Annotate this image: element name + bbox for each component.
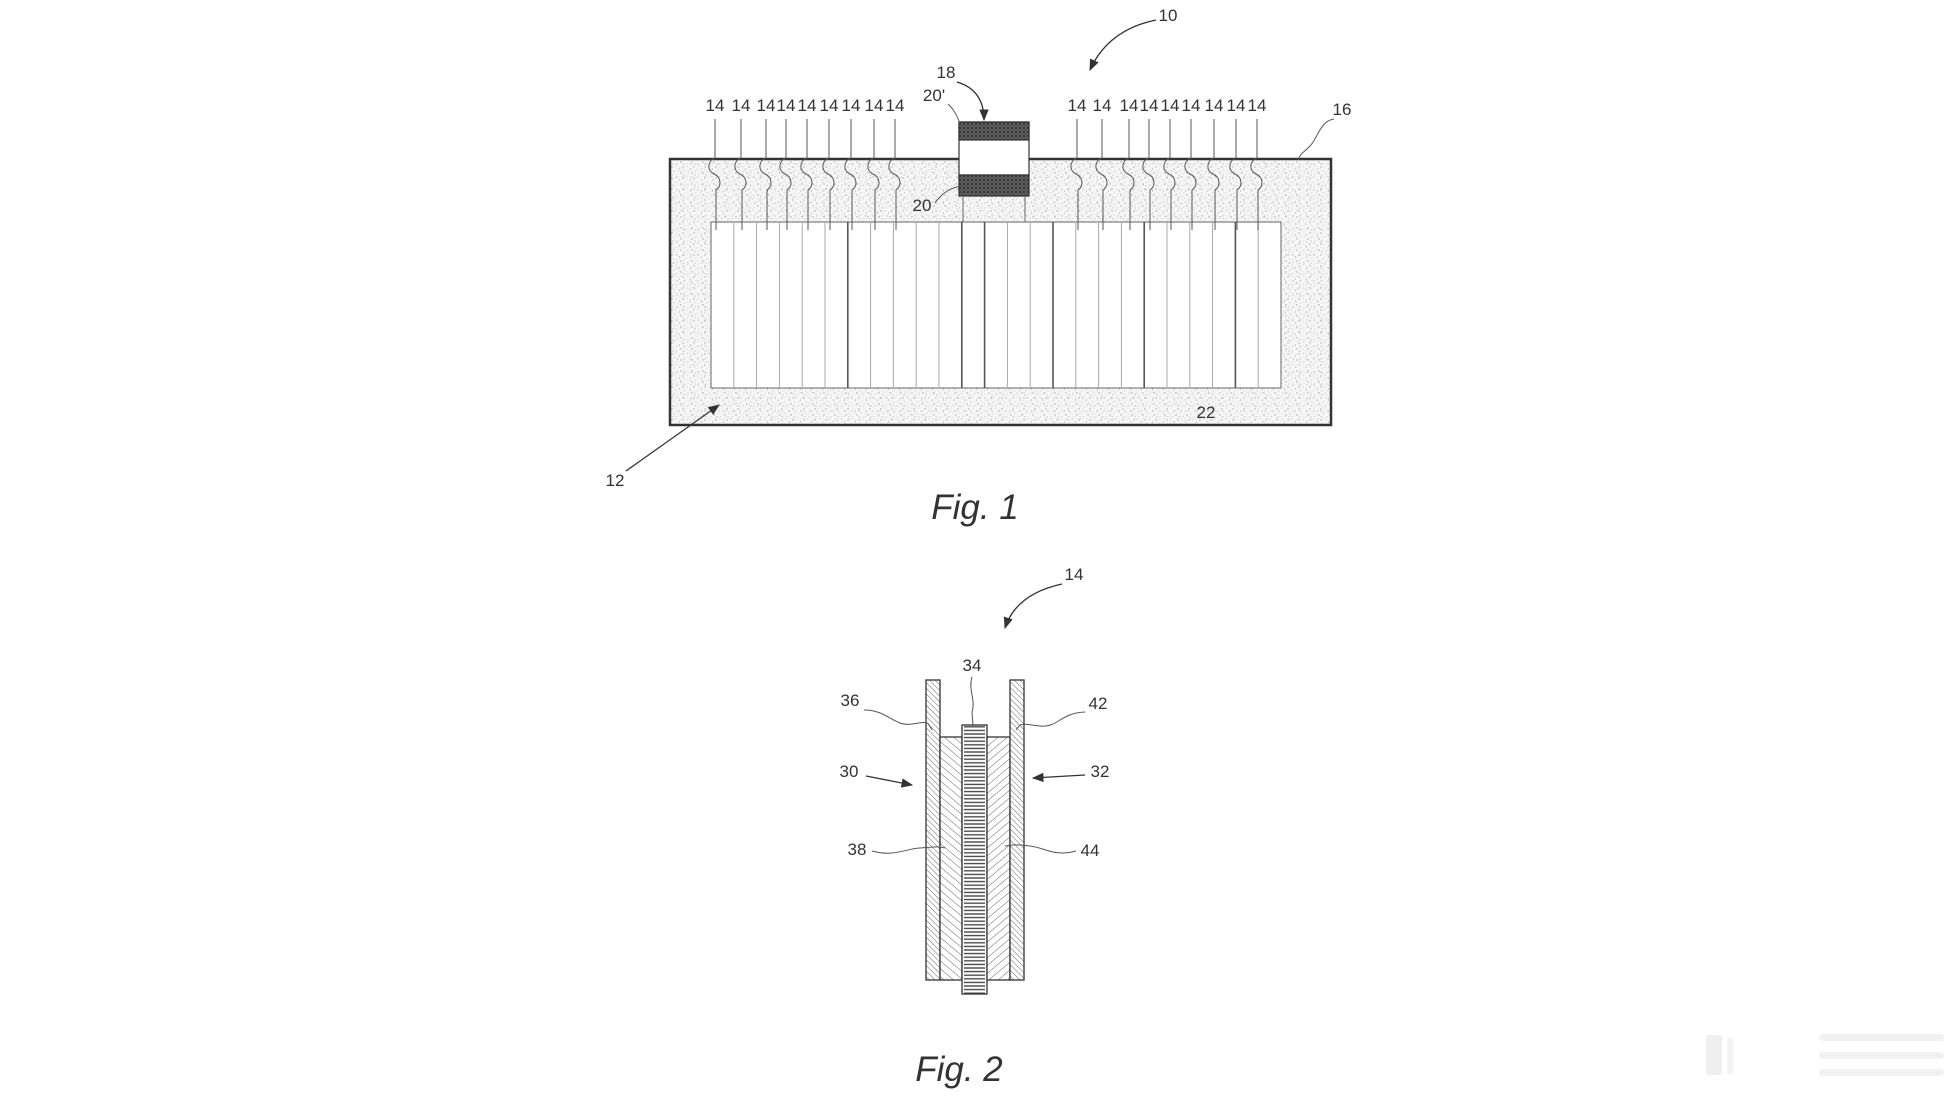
watermark-line xyxy=(1819,1069,1944,1076)
cell-ref-label: 14 xyxy=(1140,96,1159,115)
leader-line xyxy=(822,119,835,230)
ref-label-36: 36 xyxy=(841,691,860,710)
cell-ref-label: 14 xyxy=(798,96,817,115)
cell-leaders-left xyxy=(708,119,901,230)
leader-line xyxy=(1142,119,1155,230)
cell-ref-label: 14 xyxy=(1182,96,1201,115)
ref-leader-16 xyxy=(1297,118,1335,161)
cell-labels-right: 14 14 14 14 14 14 14 14 14 xyxy=(1068,96,1267,115)
cell-ref-label: 14 xyxy=(865,96,884,115)
leader-line xyxy=(1229,119,1242,230)
connector-top-bar xyxy=(958,121,1030,141)
ref-label-30: 30 xyxy=(840,762,859,781)
leader-line xyxy=(1122,119,1135,230)
ref-label-44: 44 xyxy=(1081,841,1100,860)
cell-ref-label: 14 xyxy=(706,96,725,115)
ref-arrow-32 xyxy=(1031,772,1086,783)
cell-ref-label: 14 xyxy=(777,96,796,115)
ref-label-34: 34 xyxy=(963,656,982,675)
cell-ref-label: 14 xyxy=(1205,96,1224,115)
watermark-bar xyxy=(1727,1038,1733,1074)
ref-label-38: 38 xyxy=(848,840,867,859)
ref-label-12: 12 xyxy=(606,471,625,490)
ref-arrow-18 xyxy=(956,81,989,122)
leader-line xyxy=(779,119,792,230)
ref-label-18: 18 xyxy=(937,63,956,82)
leader-line xyxy=(708,119,721,230)
left-inner-layer xyxy=(939,736,963,981)
cell-labels-left: 14 14 14 14 14 14 14 14 14 xyxy=(706,96,905,115)
figure-2: 14 34 36 42 30 32 38 44 Fig. 2 xyxy=(840,565,1110,1089)
ref-leader-36 xyxy=(863,709,933,731)
leader-line xyxy=(888,119,901,230)
ref-leader-44 xyxy=(1004,844,1077,854)
ref-leader-34 xyxy=(970,676,974,727)
cell-ref-label: 14 xyxy=(1093,96,1112,115)
ref-label-32: 32 xyxy=(1091,762,1110,781)
cell-ref-label: 14 xyxy=(886,96,905,115)
ref-label-20-prime: 20' xyxy=(923,86,945,105)
ref-label-10: 10 xyxy=(1159,6,1178,25)
ref-arrow-14 xyxy=(1003,583,1063,630)
leader-line xyxy=(1070,119,1083,230)
cell-ref-label: 14 xyxy=(1068,96,1087,115)
leader-line xyxy=(1163,119,1176,230)
cell-ref-label: 14 xyxy=(820,96,839,115)
ref-label-14: 14 xyxy=(1065,565,1084,584)
leader-line xyxy=(1250,119,1263,230)
watermark-line xyxy=(1819,1034,1944,1041)
ref-label-42: 42 xyxy=(1089,694,1108,713)
leader-line xyxy=(800,119,813,230)
cell-ref-label: 14 xyxy=(1227,96,1246,115)
leader-line xyxy=(1184,119,1197,230)
cell-ref-label: 14 xyxy=(1248,96,1267,115)
right-outer-plate xyxy=(1009,679,1025,981)
center-layer xyxy=(961,724,988,995)
leader-line xyxy=(734,119,747,230)
cell-ref-label: 14 xyxy=(1120,96,1139,115)
ref-arrow-12 xyxy=(625,404,720,472)
ref-leader-38 xyxy=(871,846,946,854)
ref-label-20: 20 xyxy=(913,196,932,215)
cell-ref-label: 14 xyxy=(732,96,751,115)
cell-leaders-right xyxy=(1070,119,1263,230)
cell-ref-label: 14 xyxy=(757,96,776,115)
right-inner-layer xyxy=(986,736,1011,981)
ref-label-16: 16 xyxy=(1333,100,1352,119)
leader-line xyxy=(1207,119,1220,230)
leader-line xyxy=(844,119,857,230)
ref-arrow-10 xyxy=(1089,19,1157,72)
left-outer-plate xyxy=(925,679,941,981)
figure-1-caption: Fig. 1 xyxy=(931,488,1019,527)
ref-leader-20 xyxy=(934,185,962,204)
cell-dividers xyxy=(733,222,1259,388)
connector xyxy=(958,121,1030,222)
leader-line xyxy=(867,119,880,230)
ref-label-22: 22 xyxy=(1197,403,1216,422)
figure-2-caption: Fig. 2 xyxy=(915,1050,1003,1089)
cell-ref-label: 14 xyxy=(842,96,861,115)
inner-cell-region xyxy=(710,221,1282,389)
leader-line xyxy=(1095,119,1108,230)
ref-leader-42 xyxy=(1015,711,1086,731)
connector-bottom-bar xyxy=(958,174,1030,197)
cell-ref-label: 14 xyxy=(1161,96,1180,115)
ref-arrow-30 xyxy=(865,775,914,788)
watermark-logo xyxy=(1706,1034,1944,1076)
leader-line xyxy=(759,119,772,230)
watermark-bar xyxy=(1706,1035,1722,1075)
watermark-line xyxy=(1819,1052,1944,1059)
figure-1: 14 14 14 14 14 14 14 14 14 14 14 14 14 1… xyxy=(606,6,1352,527)
ref-leader-20-prime xyxy=(947,103,961,125)
